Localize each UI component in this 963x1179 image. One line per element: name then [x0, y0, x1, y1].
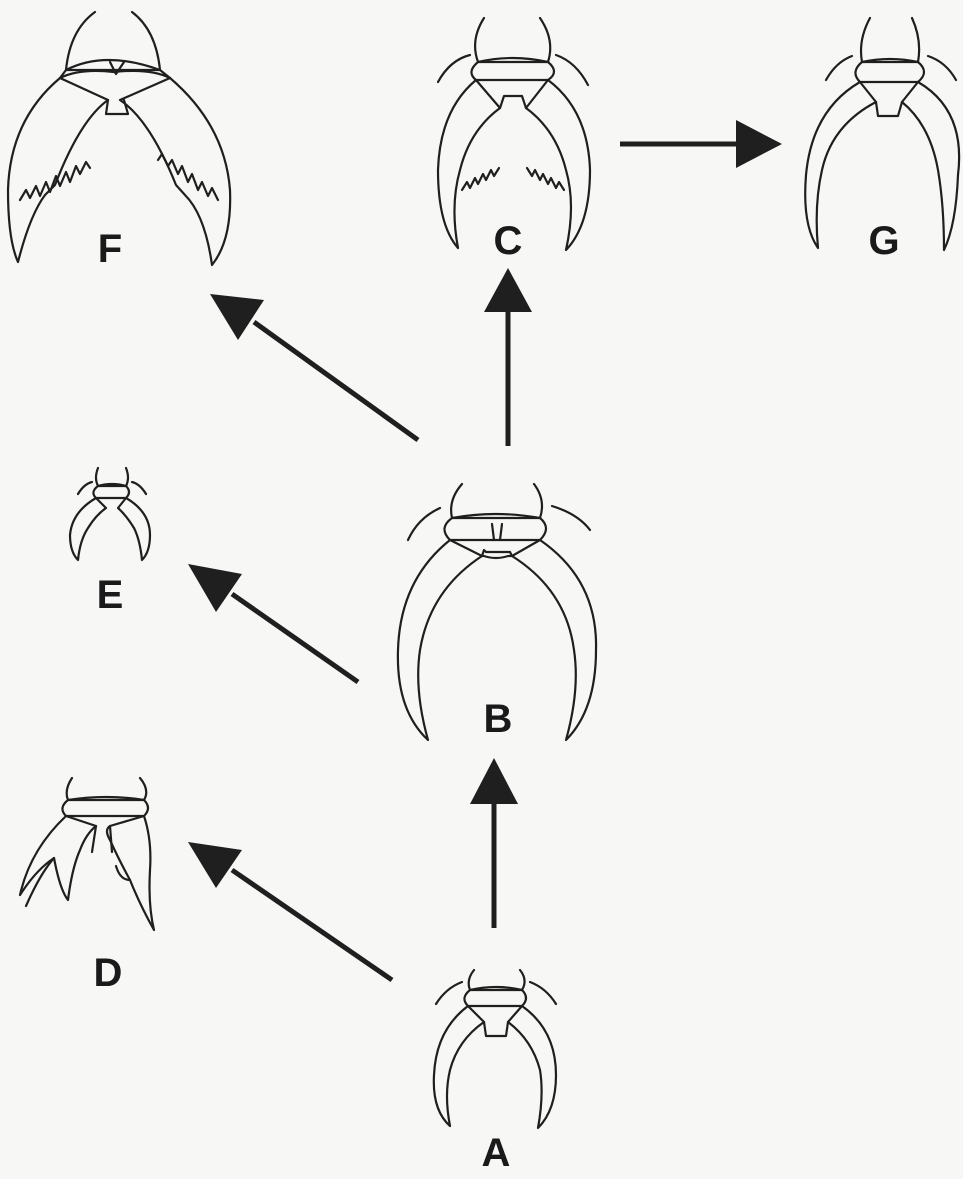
arrow-b-to-e	[188, 564, 358, 682]
label-a: A	[482, 1131, 511, 1175]
label-b: B	[484, 697, 513, 741]
mandible-d-drawing	[20, 778, 154, 930]
arrow-b-to-c	[484, 268, 532, 446]
label-f: F	[98, 227, 122, 271]
arrow-a-to-d	[188, 842, 392, 980]
mandible-e-drawing	[70, 468, 150, 560]
arrow-b-to-f	[210, 294, 418, 440]
label-g: G	[868, 219, 899, 263]
arrow-c-to-g	[620, 120, 782, 168]
mandible-a-drawing	[434, 970, 556, 1128]
label-c: C	[494, 219, 523, 263]
label-d: D	[94, 951, 123, 995]
mandible-c-drawing	[438, 18, 590, 250]
arrow-a-to-b	[470, 758, 518, 928]
mandible-g-drawing	[805, 18, 959, 250]
label-e: E	[97, 573, 124, 617]
